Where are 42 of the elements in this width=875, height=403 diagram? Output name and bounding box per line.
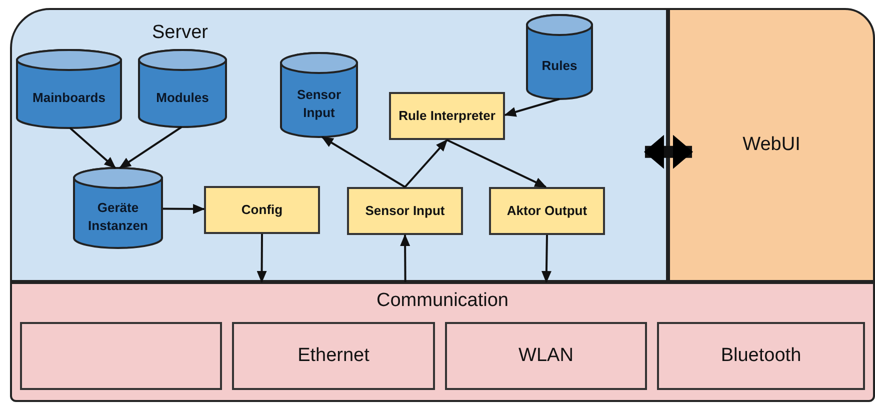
node-label: Sensor Input xyxy=(296,86,342,122)
process-box xyxy=(347,187,463,235)
database-cylinder xyxy=(280,53,358,137)
node-label: Sensor Input xyxy=(365,202,445,220)
node-label: Ethernet xyxy=(298,345,370,367)
protocol-box xyxy=(232,322,435,390)
node-label: Modules xyxy=(156,88,209,106)
database-cylinder xyxy=(138,50,227,127)
protocol-box xyxy=(657,322,865,390)
process-box xyxy=(204,186,320,234)
process-box xyxy=(489,187,605,235)
double-arrow xyxy=(644,134,693,169)
server-panel xyxy=(10,8,668,282)
node-label: Geräte Instanzen xyxy=(87,199,149,235)
protocol-box xyxy=(445,322,647,390)
panel-title: WebUI xyxy=(742,134,800,156)
node-label: Rule Interpreter xyxy=(398,108,496,124)
database-cylinder xyxy=(16,50,122,128)
node-label: Aktor Output xyxy=(506,202,588,220)
panel-title: Server xyxy=(152,22,208,44)
protocol-box xyxy=(20,322,222,390)
process-box xyxy=(389,92,505,140)
arrow xyxy=(163,204,205,214)
node-label: Mainboards xyxy=(32,89,106,107)
arrow xyxy=(256,234,267,283)
arrow xyxy=(321,136,406,188)
arrow xyxy=(404,139,448,188)
arrow xyxy=(118,126,182,169)
database-cylinder xyxy=(526,15,593,99)
arrow xyxy=(541,234,552,283)
panel-title: Communication xyxy=(376,290,508,312)
node-label: WLAN xyxy=(518,345,574,367)
node-label: Bluetooth xyxy=(720,345,802,367)
database-cylinder xyxy=(73,168,163,248)
arrow xyxy=(504,98,560,117)
arrow xyxy=(400,234,410,282)
node-label: Rules xyxy=(542,57,578,75)
arrow xyxy=(446,139,547,188)
communication-panel xyxy=(10,282,875,402)
arrow xyxy=(69,127,116,169)
webui-panel xyxy=(668,8,875,282)
node-label: Config xyxy=(241,202,283,218)
